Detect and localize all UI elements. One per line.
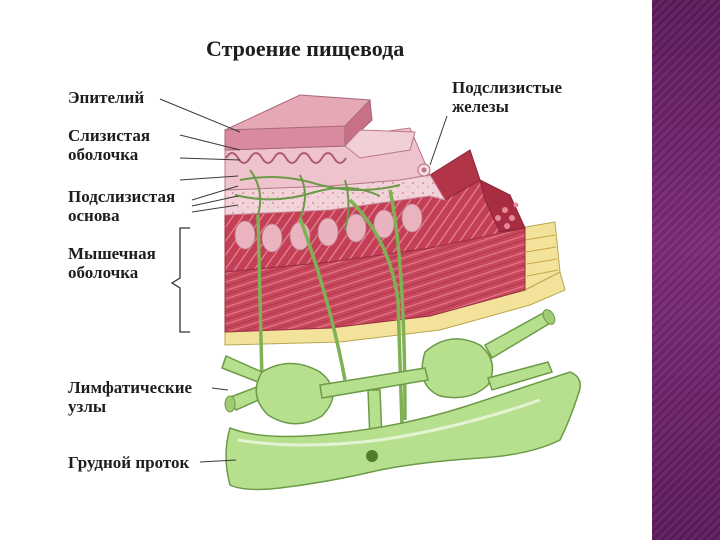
label-muscular: Мышечная оболочка bbox=[68, 244, 156, 282]
lymph-node-right bbox=[422, 339, 492, 398]
epithelium-block-front bbox=[225, 126, 345, 150]
label-lymph-nodes-line1: Лимфатические bbox=[68, 378, 192, 397]
label-submucosa: Подслизистая основа bbox=[68, 187, 175, 225]
label-muscular-line2: оболочка bbox=[68, 263, 156, 282]
label-submucosa-line1: Подслизистая bbox=[68, 187, 175, 206]
lymph-vessel-upper-left bbox=[222, 356, 262, 382]
label-mucosa: Слизистая оболочка bbox=[68, 126, 150, 164]
label-mucosa-line2: оболочка bbox=[68, 145, 150, 164]
label-lymph-nodes-line2: узлы bbox=[68, 397, 192, 416]
label-glands-line1: Подслизистые bbox=[452, 78, 562, 97]
label-glands-line2: железы bbox=[452, 97, 562, 116]
decorative-side-panel bbox=[652, 0, 720, 540]
label-thoracic-duct: Грудной проток bbox=[68, 453, 189, 472]
label-mucosa-line1: Слизистая bbox=[68, 126, 150, 145]
lymph-vessel-right bbox=[485, 312, 552, 358]
label-epithelium: Эпителий bbox=[68, 88, 144, 107]
label-muscular-line1: Мышечная bbox=[68, 244, 156, 263]
duct-valve bbox=[366, 450, 378, 462]
label-submucosa-line2: основа bbox=[68, 206, 175, 225]
label-lymph-nodes: Лимфатические узлы bbox=[68, 378, 192, 416]
muscular-brace bbox=[172, 228, 190, 332]
label-submucosal-glands: Подслизистые железы bbox=[452, 78, 562, 116]
